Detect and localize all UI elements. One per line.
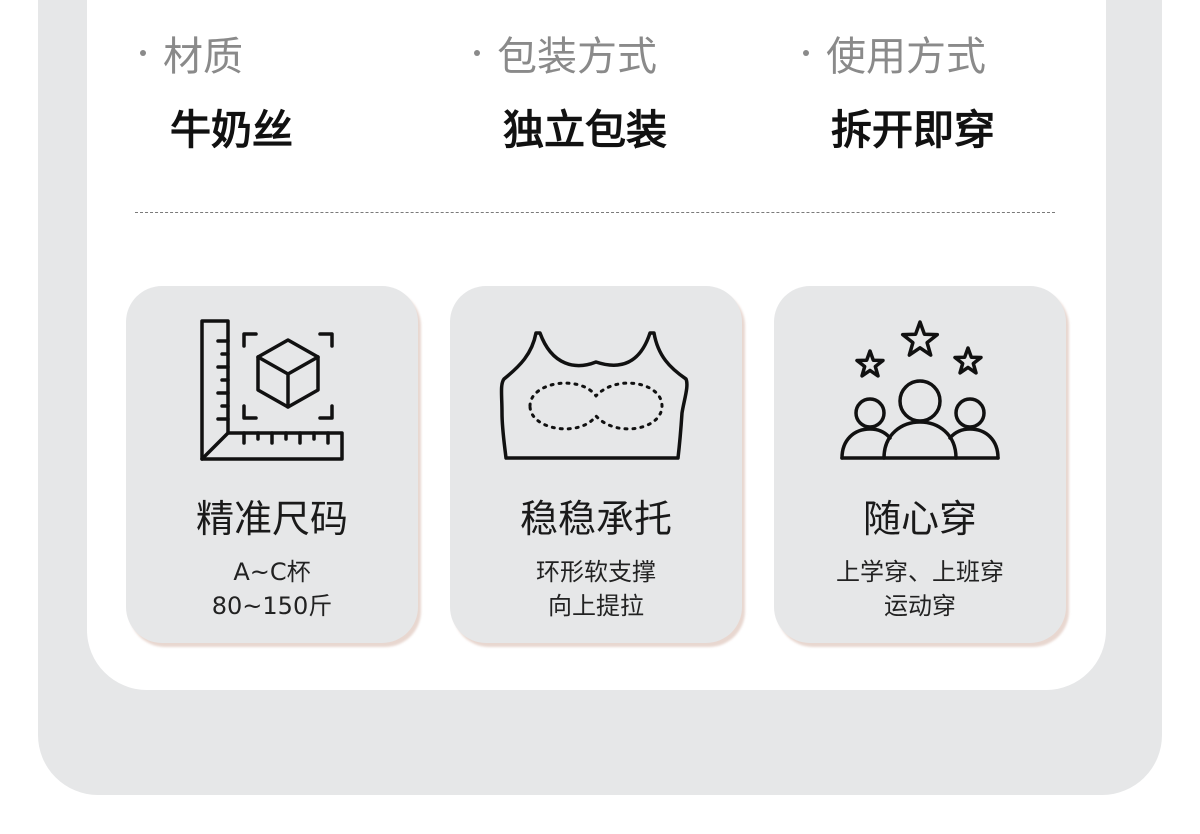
people-stars-icon xyxy=(840,320,1000,460)
spec-usage: 使用方式 拆开即穿 xyxy=(803,28,995,154)
feature-line: 运动穿 xyxy=(884,592,956,620)
spec-packaging: 包装方式 独立包装 xyxy=(474,28,667,154)
spec-value: 独立包装 xyxy=(503,106,667,154)
spec-label: 材质 xyxy=(163,34,243,80)
feature-line: 环形软支撑 xyxy=(536,558,656,586)
bra-icon xyxy=(499,331,689,460)
feature-line: A~C杯 xyxy=(233,558,311,586)
feature-card-versatile: 随心穿 上学穿、上班穿 运动穿 xyxy=(774,286,1066,643)
feature-card-support: 稳稳承托 环形软支撑 向上提拉 xyxy=(450,286,742,643)
spec-value: 拆开即穿 xyxy=(831,106,995,154)
feature-title: 精准尺码 xyxy=(195,497,348,541)
feature-line: 上学穿、上班穿 xyxy=(836,558,1004,586)
feature-card-size: 精准尺码 A~C杯 80~150斤 xyxy=(126,286,418,643)
feature-line: 向上提拉 xyxy=(548,592,644,620)
spec-value: 牛奶丝 xyxy=(170,106,293,154)
spec-material: 材质 牛奶丝 xyxy=(140,28,293,154)
bullet-dot xyxy=(140,50,146,56)
dashed-divider xyxy=(135,212,1055,213)
ruler-cube-icon xyxy=(200,319,344,461)
bullet-dot xyxy=(474,50,480,56)
feature-title: 稳稳承托 xyxy=(519,497,672,541)
bullet-dot xyxy=(803,50,809,56)
spec-label: 使用方式 xyxy=(826,34,986,80)
feature-line: 80~150斤 xyxy=(211,592,333,620)
feature-title: 随心穿 xyxy=(862,497,977,541)
spec-label: 包装方式 xyxy=(497,34,657,80)
